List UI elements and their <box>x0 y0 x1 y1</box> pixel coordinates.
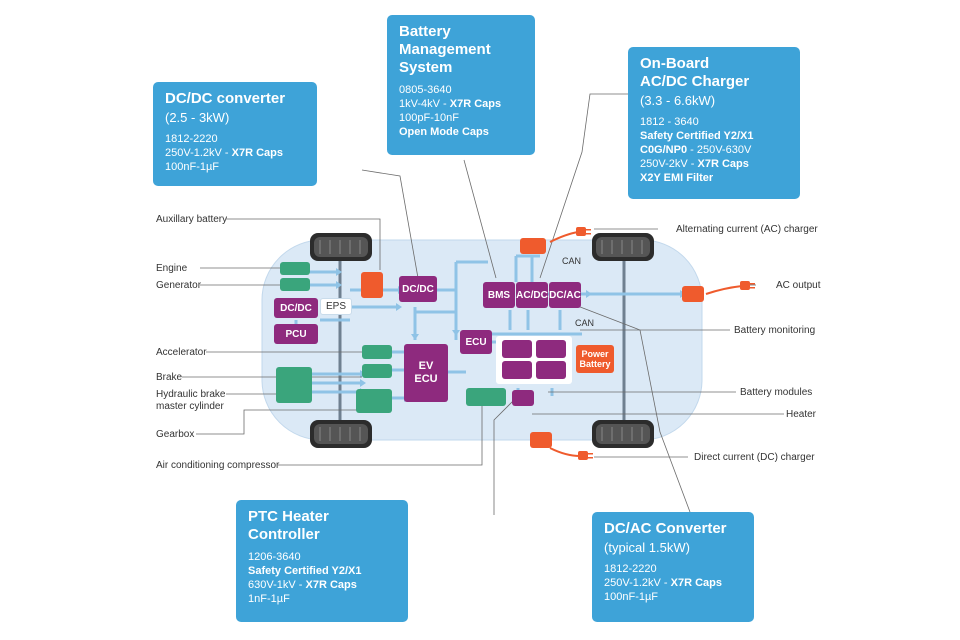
label-generator: Generator <box>156 280 202 291</box>
callout-dcdc-line2: 250V-1.2kV - X7R Caps <box>165 147 284 159</box>
callout-ptc-line1: 1206-3640 <box>248 551 301 563</box>
callout-dcdc-title: DC/DC converter <box>165 90 286 107</box>
dc-charger-plug <box>549 447 593 460</box>
callout-dcdc-line3: 100nF-1µF <box>165 161 220 173</box>
brake-block <box>362 364 392 378</box>
callout-battery-management-system: Battery Management System 0805-3640 1kV-… <box>387 15 535 155</box>
can-label-top: CAN <box>562 256 582 266</box>
accelerator-block <box>362 345 392 359</box>
callout-obc-title-line2: AC/DC Charger <box>640 73 750 90</box>
auxiliary-battery-block <box>361 272 383 298</box>
callout-obc-title-line1: On-Board <box>640 55 710 72</box>
ev-ecu-block: EV ECU <box>404 344 448 402</box>
label-hydraulic-brake-line2: master cylinder <box>156 401 224 412</box>
label-brake: Brake <box>156 372 183 383</box>
callout-dcac-line2: 250V-1.2kV - X7R Caps <box>604 577 723 589</box>
callout-obc-line1: 1812 - 3640 <box>640 116 699 128</box>
label-heater: Heater <box>786 409 817 420</box>
label-engine: Engine <box>156 263 188 274</box>
callout-obc-subtitle: (3.3 - 6.6kW) <box>640 93 716 108</box>
wheel-rear-left <box>310 420 372 448</box>
acdc-block: AC/DC <box>516 282 548 308</box>
callout-dcdc-subtitle: (2.5 - 3kW) <box>165 110 230 125</box>
power-battery-block: Power Battery <box>576 345 614 373</box>
engine-block <box>280 262 310 275</box>
ac-charger-plug <box>549 227 591 243</box>
callout-dcac-subtitle: (typical 1.5kW) <box>604 540 690 555</box>
ac-output-plug <box>705 281 755 295</box>
heater-block <box>512 390 534 406</box>
callout-dcdc-converter: DC/DC converter (2.5 - 3kW) 1812-2220 25… <box>153 82 317 186</box>
callout-bms-title-line1: Battery <box>399 23 451 40</box>
label-ac-output: AC output <box>776 280 821 291</box>
callout-dcac-converter: DC/AC Converter (typical 1.5kW) 1812-222… <box>592 512 754 622</box>
battery-module-4 <box>536 361 566 379</box>
callout-ptc-line3: 630V-1kV - X7R Caps <box>248 579 357 591</box>
label-battery-monitoring: Battery monitoring <box>734 325 816 336</box>
ac-output-block <box>682 286 704 302</box>
callout-obc-line4: 250V-2kV - X7R Caps <box>640 158 749 170</box>
callout-dcac-title: DC/AC Converter <box>604 520 727 537</box>
callout-obc-line5: X2Y EMI Filter <box>640 172 714 184</box>
callout-obc-line3: C0G/NP0 - 250V-630V <box>640 144 752 156</box>
callout-ptc-heater-controller: PTC Heater Controller 1206-3640 Safety C… <box>236 500 408 622</box>
label-hydraulic-brake-line1: Hydraulic brake <box>156 389 226 400</box>
gearbox-block <box>356 389 392 413</box>
callout-onboard-charger: On-Board AC/DC Charger (3.3 - 6.6kW) 181… <box>628 47 800 199</box>
callout-ptc-line2: Safety Certified Y2/X1 <box>248 565 362 577</box>
callout-bms-line1: 0805-3640 <box>399 84 452 96</box>
battery-module-3 <box>502 361 532 379</box>
bms-block: BMS <box>483 282 515 308</box>
ac-charger-inlet-block <box>520 238 546 254</box>
generator-block <box>280 278 310 291</box>
callout-ptc-title-line2: Controller <box>248 526 320 543</box>
ev-ecu-label-line1: EV <box>418 360 434 372</box>
callout-ptc-line4: 1nF-1µF <box>248 593 290 605</box>
callout-dcdc-line1: 1812-2220 <box>165 133 218 145</box>
ecu-block: ECU <box>460 330 492 354</box>
eps-block: EPS <box>320 298 352 315</box>
dc-charger-inlet-block <box>530 432 552 448</box>
label-gearbox: Gearbox <box>156 429 195 440</box>
label-auxiliary-battery: Auxillary battery <box>156 214 228 225</box>
callout-bms-title-line3: System <box>399 59 453 76</box>
battery-module-2 <box>536 340 566 358</box>
callout-obc-line2: Safety Certified Y2/X1 <box>640 130 754 142</box>
callout-dcac-line3: 100nF-1µF <box>604 591 659 603</box>
power-battery-label-line2: Battery <box>579 359 611 369</box>
dcdc-center-block: DC/DC <box>399 276 437 302</box>
label-battery-modules: Battery modules <box>740 387 813 398</box>
leader-lines <box>182 93 784 515</box>
dcac-block: DC/AC <box>549 282 581 308</box>
power-battery-label-line1: Power <box>581 349 609 359</box>
callout-bms-title-line2: Management <box>399 41 491 58</box>
wheel-front-left <box>310 233 372 261</box>
label-air-conditioning-compressor: Air conditioning compressor <box>156 460 280 471</box>
pcu-block: PCU <box>274 324 318 344</box>
callout-ptc-title-line1: PTC Heater <box>248 508 329 525</box>
label-ac-charger: Alternating current (AC) charger <box>676 224 818 235</box>
ev-ecu-label-line2: ECU <box>414 373 438 385</box>
dcdc-left-block: DC/DC <box>274 298 318 318</box>
callout-dcac-line1: 1812-2220 <box>604 563 657 575</box>
callout-bms-line4: Open Mode Caps <box>399 126 489 138</box>
callout-bms-line3: 100pF-10nF <box>399 112 459 124</box>
wheel-front-right <box>592 233 654 261</box>
can-label-middle: CAN <box>575 318 595 328</box>
air-conditioning-compressor-block <box>466 388 506 406</box>
wheel-rear-right <box>592 420 654 448</box>
label-dc-charger: Direct current (DC) charger <box>694 452 815 463</box>
label-accelerator: Accelerator <box>156 347 207 358</box>
callout-bms-line2: 1kV-4kV - X7R Caps <box>399 98 502 110</box>
hydraulic-brake-block <box>276 367 312 403</box>
battery-module-1 <box>502 340 532 358</box>
